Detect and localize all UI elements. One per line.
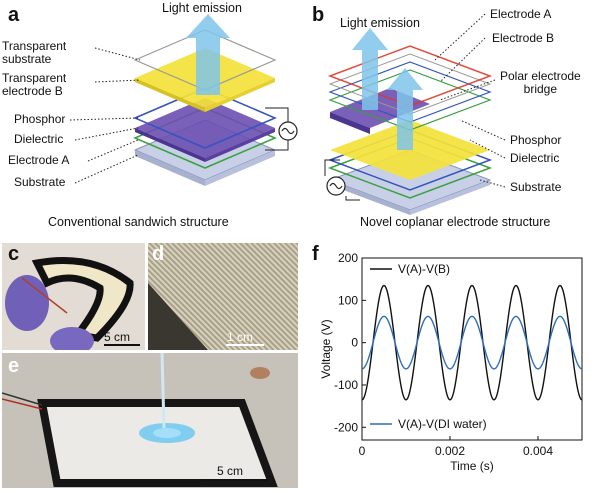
a-label-dielectric: Dielectric [14,132,64,146]
panel-e-letter: e [8,355,20,377]
panel-e-photo [2,353,298,488]
panel-d-scale-bar [226,344,264,346]
b-electrode-a-layer [328,53,492,115]
panel-a-light-label: Light emission [162,1,242,15]
plot-frame [361,257,583,441]
x-tick-label: 0.002 [435,444,465,458]
a-label-substrate: Substrate [14,175,66,189]
b-label-dielectric: Dielectric [510,151,560,165]
x-tick-label: 0.004 [523,444,553,458]
y-tick-label: 200 [338,251,358,265]
panel-a-letter: a [8,4,20,26]
panel-b-diagram [324,13,506,215]
b-label-phosphor: Phosphor [510,133,562,147]
panel-f-letter: f [312,243,319,265]
panel-e-scale-label: 5 cm [217,464,244,478]
y-tick-label: -200 [334,420,358,434]
a-label-transparent-substrate: Transparent substrate [2,39,67,66]
series-line-0 [361,284,583,401]
legend-label-1: V(A)-V(DI water) [398,417,487,431]
y-axis-label: Voltage (V) [319,319,333,378]
y-tick-label: 0 [351,336,358,350]
y-tick-label: 100 [338,293,358,307]
panel-b-caption: Novel coplanar electrode structure [360,215,551,229]
panel-b-letter: b [312,4,325,26]
b-light-arrow-2 [387,68,423,150]
b-polar-bridge [327,45,493,107]
y-tick-label: -100 [334,378,358,392]
a-light-arrow [186,14,230,95]
panel-a-caption: Conventional sandwich structure [48,215,229,229]
panel-c-scale-label: 5 cm [104,330,131,344]
b-label-polar-bridge: Polar electrode bridge [500,69,581,96]
panel-a-diagram [69,14,298,186]
panel-c-letter: c [8,243,20,265]
panel-c-scale-bar [104,344,140,346]
panel-d-illustration [148,243,298,350]
a-label-phosphor: Phosphor [14,112,66,126]
a-label-transparent-electrode-b: Transparent electrode B [2,71,67,98]
panel-e-scale-bar [202,479,268,481]
legend-label-0: V(A)-V(B) [398,262,450,276]
x-tick-label: 0 [359,444,366,458]
panel-d-scale-label: 1 cm [227,330,254,344]
panel-c-photo [2,243,145,350]
a-label-electrode-a: Electrode A [8,153,70,167]
b-label-electrode-a: Electrode A [490,7,552,21]
panel-d-photo [148,243,298,350]
panel-c-illustration [2,243,145,350]
panel-d-letter: d [152,243,165,265]
b-label-electrode-b: Electrode B [492,31,555,45]
a-transparent-substrate-layer [133,29,277,91]
b-light-arrow-1 [352,28,388,110]
panel-b-light-label: Light emission [340,16,420,30]
x-axis-label: Time (s) [450,459,494,473]
panel-e-illustration [2,353,298,488]
b-label-substrate: Substrate [510,180,562,194]
series-line-1 [361,315,583,370]
